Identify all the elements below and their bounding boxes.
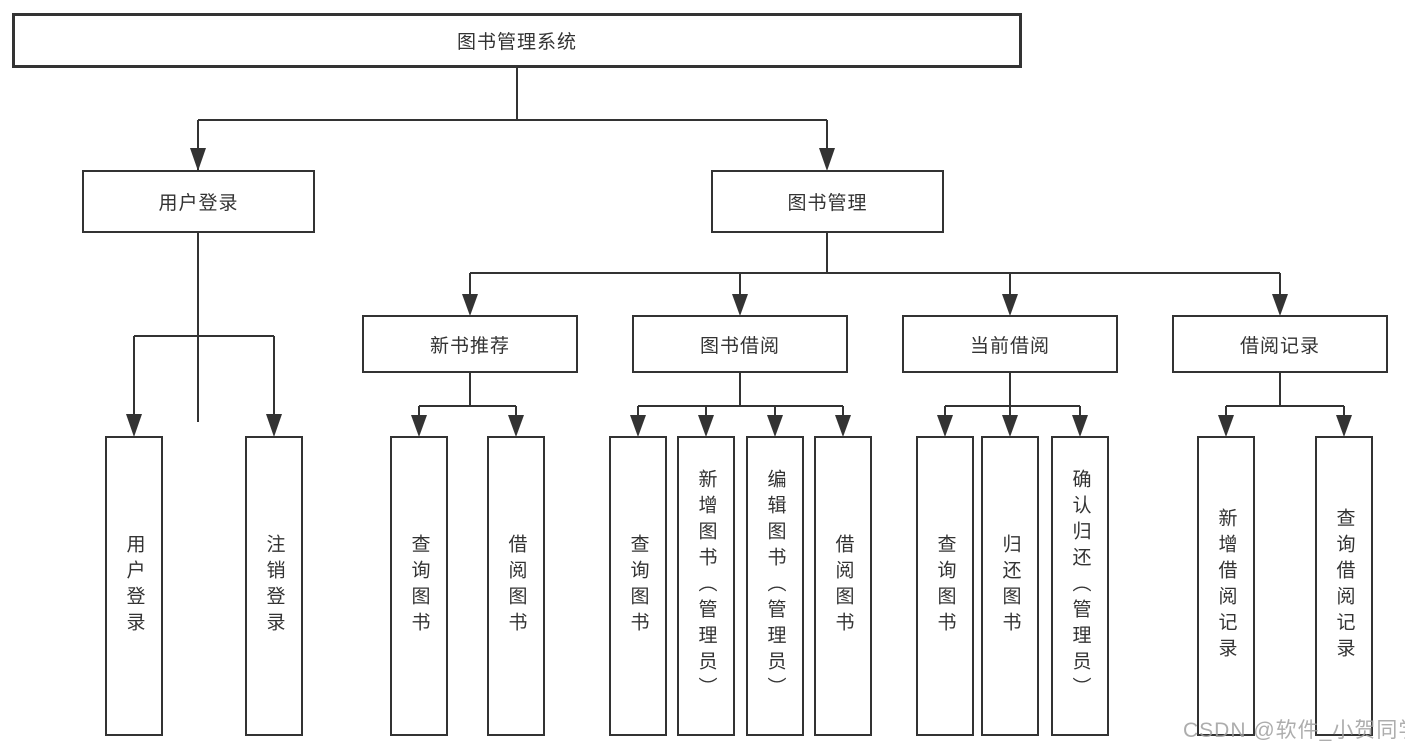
node-label: 图书借阅 xyxy=(699,335,780,357)
node-label: 查询借阅记录 xyxy=(1333,508,1355,664)
connectors-current-borrow xyxy=(937,373,1088,437)
node-label: 借阅图书 xyxy=(505,534,527,638)
node-label: 查询图书 xyxy=(627,534,649,638)
node-label: 注销登录 xyxy=(263,534,285,638)
leaf-confirm-return-admin: 确认归还（管理员） xyxy=(1051,436,1109,736)
node-label: 图书管理 xyxy=(787,193,868,214)
leaf-logout: 注销登录 xyxy=(245,436,303,736)
node-label: 新增图书（管理员） xyxy=(695,469,717,703)
leaf-edit-books-admin: 编辑图书（管理员） xyxy=(746,436,804,736)
leaf-return-books: 归还图书 xyxy=(981,436,1039,736)
node-label: 编辑图书（管理员） xyxy=(764,469,786,703)
leaf-borrow-books-1: 借阅图书 xyxy=(487,436,545,736)
node-borrow-record: 借阅记录 xyxy=(1172,315,1388,373)
node-label: 查询图书 xyxy=(408,534,430,638)
node-label: 查询图书 xyxy=(934,534,956,638)
leaf-query-books-2: 查询图书 xyxy=(609,436,667,736)
node-library-management-system: 图书管理系统 xyxy=(12,13,1022,68)
connectors-user-login xyxy=(126,233,282,437)
node-label: 新书推荐 xyxy=(429,335,510,357)
leaf-add-books-admin: 新增图书（管理员） xyxy=(677,436,735,736)
leaf-user-login: 用户登录 xyxy=(105,436,163,736)
connectors-new-book xyxy=(411,373,524,437)
node-label: 确认归还（管理员） xyxy=(1069,469,1091,703)
leaf-add-borrow-record: 新增借阅记录 xyxy=(1197,436,1255,736)
node-label: 借阅记录 xyxy=(1239,335,1320,357)
node-label: 新增借阅记录 xyxy=(1215,508,1237,664)
node-user-login-branch: 用户登录 xyxy=(82,170,315,233)
node-book-management-branch: 图书管理 xyxy=(711,170,944,233)
node-label: 借阅图书 xyxy=(832,534,854,638)
node-label: 当前借阅 xyxy=(969,335,1050,357)
csdn-watermark: CSDN @软件_小贺同学 xyxy=(1183,719,1405,742)
node-new-book-recommend: 新书推荐 xyxy=(362,315,578,373)
connectors-borrow-record xyxy=(1218,373,1352,437)
leaf-query-books-3: 查询图书 xyxy=(916,436,974,736)
node-label: 图书管理系统 xyxy=(456,32,577,53)
node-label: 用户登录 xyxy=(158,193,239,214)
node-current-borrow: 当前借阅 xyxy=(902,315,1118,373)
node-label: 用户登录 xyxy=(123,534,145,638)
connectors-book-management xyxy=(462,233,1288,316)
leaf-query-borrow-record: 查询借阅记录 xyxy=(1315,436,1373,736)
node-label: 归还图书 xyxy=(999,534,1021,638)
node-book-borrow: 图书借阅 xyxy=(632,315,848,373)
leaf-borrow-books-2: 借阅图书 xyxy=(814,436,872,736)
connectors-book-borrow xyxy=(630,373,851,437)
leaf-query-books-1: 查询图书 xyxy=(390,436,448,736)
